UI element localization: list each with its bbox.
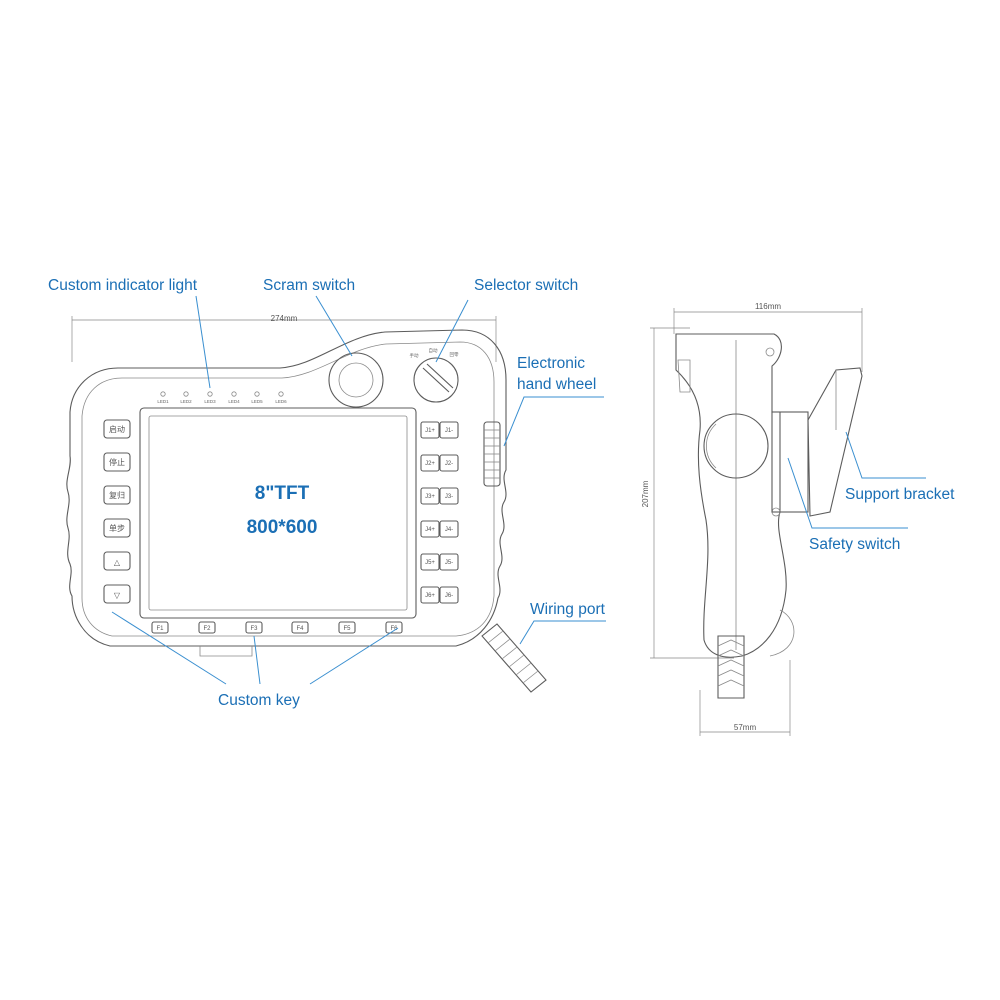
callout-hand-wheel-1: Electronic — [517, 355, 585, 372]
side-hand-wheel — [703, 413, 769, 479]
tft-screen: 8"TFT 800*600 — [139, 407, 417, 619]
callout-wiring-port: Wiring port — [530, 601, 606, 618]
down-arrow-icon: ▽ — [114, 591, 121, 600]
selector-switch: 手动 自动 回零 — [410, 347, 459, 403]
side-view: 116mm 207mm 57mm — [641, 302, 863, 736]
jog-key[interactable] — [439, 586, 459, 604]
callout-hand-wheel-2: hand wheel — [517, 376, 596, 393]
jog-key[interactable] — [439, 520, 459, 538]
function-key[interactable] — [198, 621, 216, 634]
custom-key[interactable] — [103, 452, 131, 472]
screen-size-label: 8"TFT — [255, 483, 310, 504]
jog-key-label: J3+ — [425, 494, 435, 500]
jog-key[interactable] — [439, 487, 459, 505]
led-label: LED6 — [275, 399, 287, 404]
jog-key-label: J6- — [445, 593, 453, 599]
jog-key-label: J1+ — [425, 428, 435, 434]
front-view: 274mm LED1 LED2 LED3 LED4 LED5 LED6 — [66, 314, 547, 693]
jog-key-label: J4+ — [425, 527, 435, 533]
callout-selector-switch: Selector switch — [474, 277, 578, 294]
function-key-label: F6 — [390, 626, 398, 632]
safety-switch — [771, 411, 809, 513]
selector-position-label: 回零 — [450, 352, 459, 358]
function-key-label: F2 — [203, 626, 211, 632]
jog-key-label: J5- — [445, 560, 453, 566]
leader-lines — [111, 295, 926, 685]
jog-key-label: J2- — [445, 461, 453, 467]
jog-key[interactable] — [420, 553, 440, 571]
jog-key[interactable] — [420, 520, 440, 538]
jog-key[interactable] — [420, 586, 440, 604]
selector-position-label: 自动 — [429, 347, 438, 354]
callout-indicator-light: Custom indicator light — [48, 277, 198, 294]
front-width-dimension: 274mm — [271, 314, 298, 323]
function-key-label: F3 — [250, 626, 258, 632]
custom-key[interactable] — [103, 485, 131, 505]
side-cable — [717, 635, 745, 699]
key-label: 启动 — [109, 424, 125, 434]
left-key-column: 启动 停止 复归 单步 △ ▽ — [103, 419, 131, 604]
custom-key[interactable] — [103, 584, 131, 604]
custom-key[interactable] — [103, 419, 131, 439]
scram-switch — [328, 352, 384, 408]
jog-key-label: J5+ — [425, 560, 435, 566]
side-width-dimension: 116mm — [755, 302, 781, 311]
function-key-label: F4 — [296, 626, 304, 632]
callout-safety-switch: Safety switch — [809, 536, 900, 553]
jog-key-label: J2+ — [425, 461, 435, 467]
function-key-label: F5 — [343, 626, 351, 632]
side-body — [675, 333, 787, 658]
jog-key-label: J4- — [445, 527, 453, 533]
jog-key-label: J1- — [445, 428, 453, 434]
jog-key[interactable] — [420, 487, 440, 505]
led-indicator-row: LED1 LED2 LED3 LED4 LED5 LED6 — [157, 391, 287, 404]
callout-custom-key: Custom key — [218, 692, 300, 709]
led-label: LED5 — [251, 399, 263, 404]
function-key[interactable] — [338, 621, 356, 634]
callout-support-bracket: Support bracket — [845, 486, 955, 503]
key-label: 复归 — [109, 490, 125, 500]
height-dimension: 207mm — [641, 480, 650, 507]
function-key-row: F1 F2 F3 F4 F5 F6 — [151, 621, 403, 634]
key-label: 单步 — [109, 523, 125, 533]
jog-key[interactable] — [439, 553, 459, 571]
callout-scram-switch: Scram switch — [263, 277, 355, 294]
led-label: LED3 — [204, 399, 216, 404]
led-label: LED2 — [180, 399, 192, 404]
base-width-dimension: 57mm — [734, 723, 757, 732]
jog-key[interactable] — [420, 454, 440, 472]
jog-key-column: J1+ J1- J2+ J2- J3+ J3- J4+ J4- J5+ J5- … — [420, 421, 459, 604]
led-label: LED1 — [157, 399, 169, 404]
function-key[interactable] — [385, 621, 403, 634]
custom-key[interactable] — [103, 518, 131, 538]
led-label: LED4 — [228, 399, 240, 404]
pendant-body — [66, 329, 507, 647]
up-arrow-icon: △ — [114, 558, 121, 567]
hand-wheel — [483, 421, 501, 487]
function-key[interactable] — [151, 621, 169, 634]
screen-resolution-label: 800*600 — [247, 517, 318, 538]
function-key[interactable] — [245, 621, 263, 634]
jog-key-label: J6+ — [425, 593, 435, 599]
jog-key[interactable] — [439, 421, 459, 439]
jog-key[interactable] — [420, 421, 440, 439]
selector-position-label: 手动 — [410, 352, 419, 359]
custom-key[interactable] — [103, 551, 131, 571]
function-key-label: F1 — [156, 626, 164, 632]
key-label: 停止 — [109, 457, 125, 467]
jog-key-label: J3- — [445, 494, 453, 500]
jog-key[interactable] — [439, 454, 459, 472]
wiring-cable — [481, 623, 547, 693]
function-key[interactable] — [291, 621, 309, 634]
